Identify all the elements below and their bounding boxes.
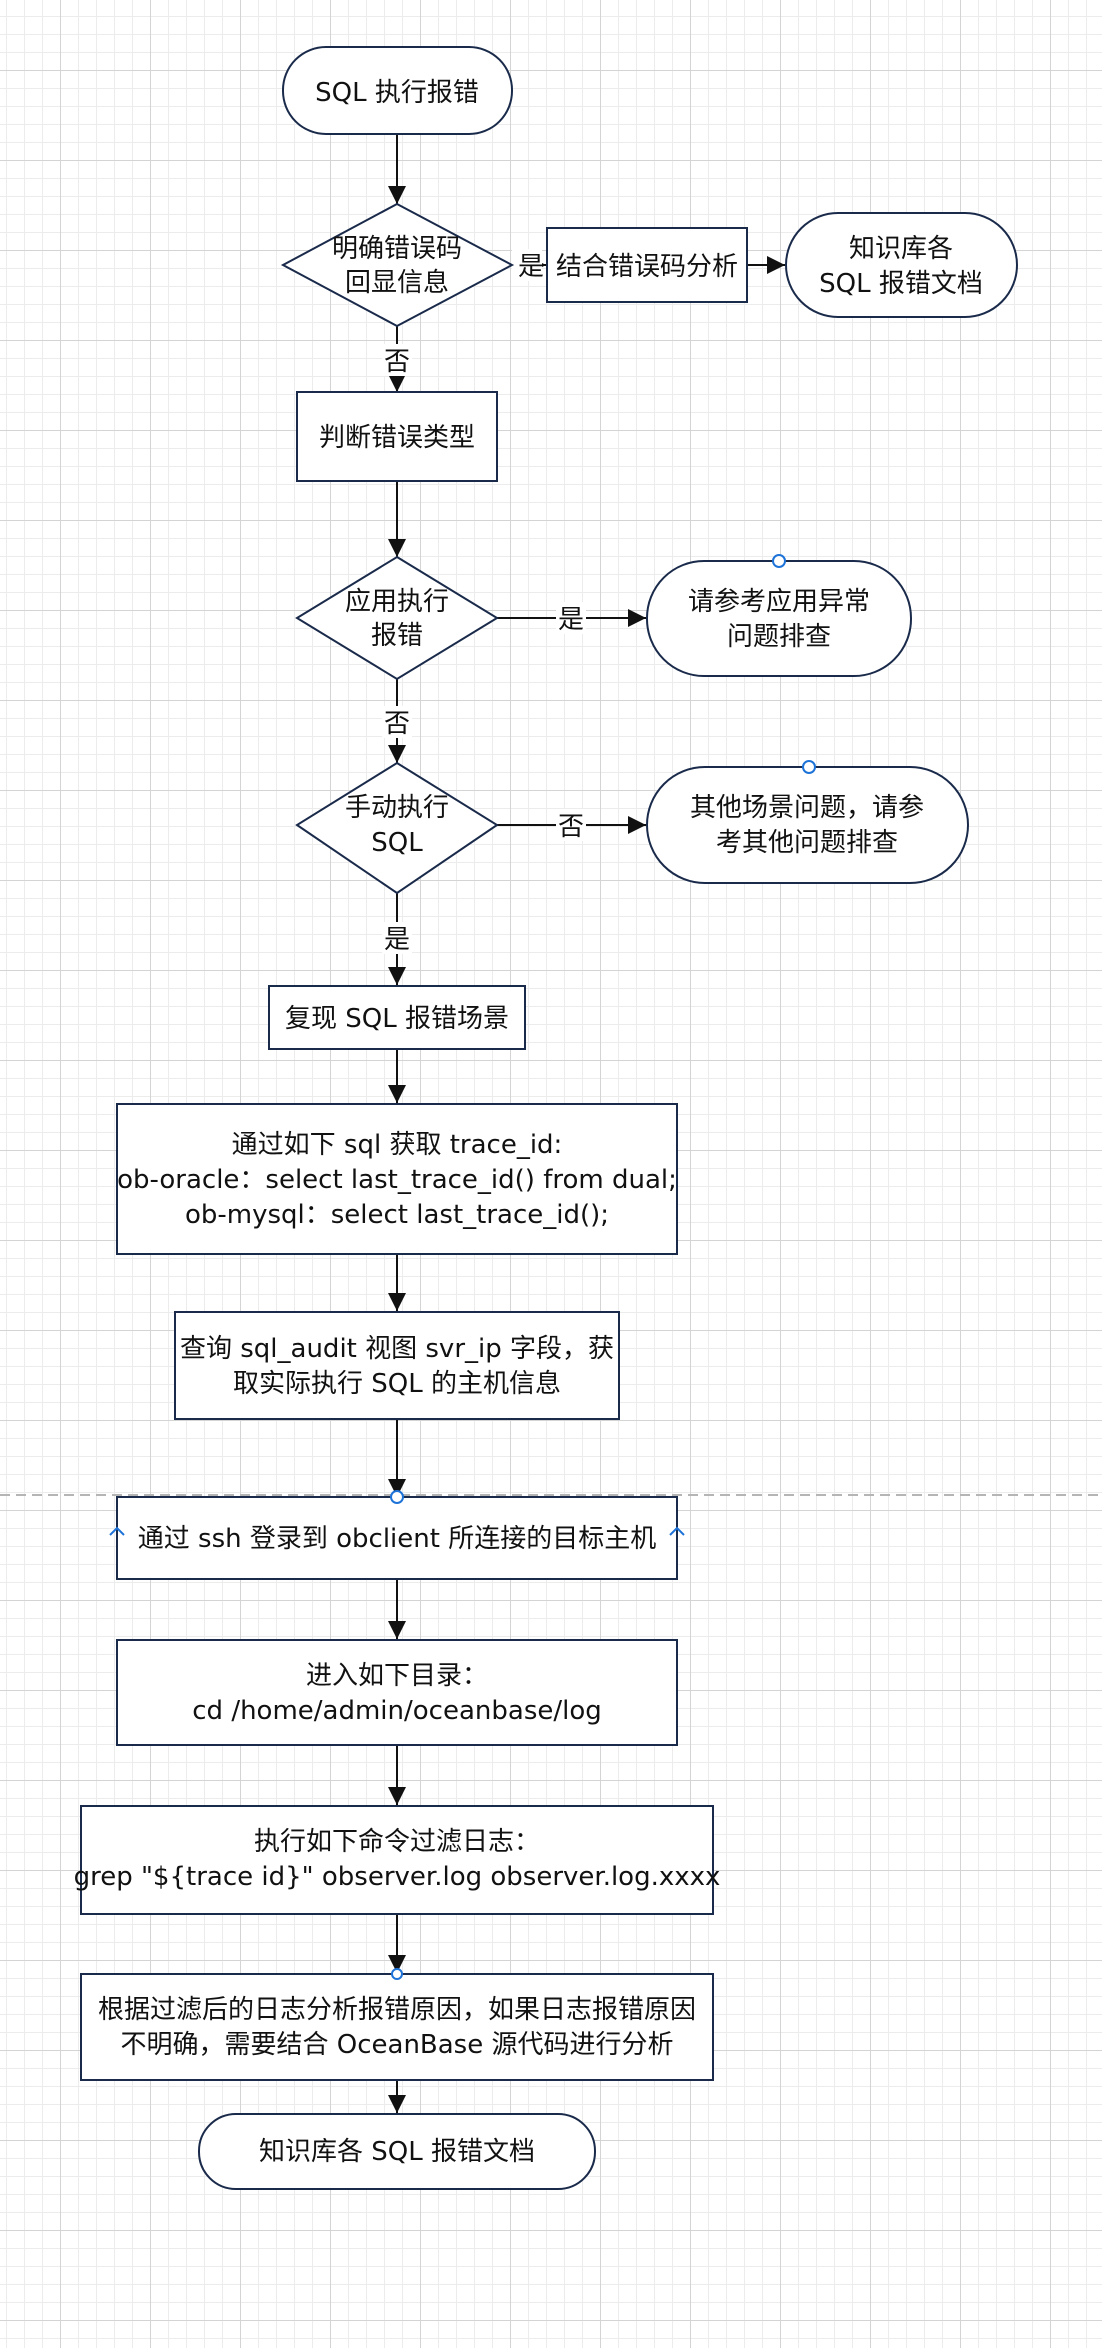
node-ssh-login-text: 通过 ssh 登录到 obclient 所连接的目标主机 bbox=[138, 1524, 656, 1554]
node-analyze-log[interactable]: 根据过滤后的日志分析报错原因，如果日志报错原因 不明确，需要结合 OceanBa… bbox=[80, 1968, 714, 2081]
node-query-sql-audit[interactable]: 查询 sql_audit 视图 svr_ip 字段，获 取实际执行 SQL 的主… bbox=[174, 1311, 620, 1420]
node-get-trace-id[interactable]: 通过如下 sql 获取 trace_id: ob-oracle：select l… bbox=[116, 1103, 678, 1255]
node-ssh-login[interactable]: 通过 ssh 登录到 obclient 所连接的目标主机 bbox=[109, 1490, 685, 1580]
edge-label-yes-2: 是 bbox=[558, 605, 584, 635]
connection-handle[interactable] bbox=[802, 760, 816, 774]
node-ref-app-exception[interactable]: 请参考应用异常 问题排查 bbox=[646, 554, 912, 677]
node-kb-doc-top-line-1: 知识库各 bbox=[849, 234, 953, 264]
edge-label-yes-3: 是 bbox=[384, 925, 410, 955]
node-grep-log-line-1: 执行如下命令过滤日志： bbox=[254, 1827, 540, 1857]
node-decision-manual-sql[interactable]: 手动执行 SQL bbox=[295, 761, 499, 895]
node-grep-log-line-2: grep "${trace id}" observer.log observer… bbox=[74, 1862, 721, 1892]
edge-label-no-1: 否 bbox=[384, 347, 410, 377]
node-decision-manual-sql-line-2: SQL bbox=[371, 828, 423, 858]
node-start[interactable]: SQL 执行报错 bbox=[282, 46, 513, 135]
edge-label-no-3: 否 bbox=[558, 812, 584, 842]
node-ref-other-issue[interactable]: 其他场景问题，请参 考其他问题排查 bbox=[646, 760, 969, 884]
edge-label-yes-1: 是 bbox=[518, 252, 544, 282]
node-ref-other-issue-line-1: 其他场景问题，请参 bbox=[690, 793, 924, 823]
edge-label-no-2: 否 bbox=[384, 709, 410, 739]
node-get-trace-id-line-2: ob-oracle：select last_trace_id() from du… bbox=[117, 1165, 677, 1195]
node-kb-doc-top[interactable]: 知识库各 SQL 报错文档 bbox=[785, 212, 1018, 318]
node-decision-error-code-line-2: 回显信息 bbox=[345, 268, 449, 298]
resize-handle-left[interactable] bbox=[109, 1526, 125, 1536]
node-analyze-error-code-text: 结合错误码分析 bbox=[556, 252, 738, 282]
node-judge-error-type-text: 判断错误类型 bbox=[319, 423, 475, 453]
node-start-text: SQL 执行报错 bbox=[315, 78, 479, 108]
node-reproduce-text: 复现 SQL 报错场景 bbox=[285, 1004, 509, 1034]
node-decision-app-error-line-1: 应用执行 bbox=[345, 587, 449, 617]
node-decision-error-code[interactable]: 明确错误码 回显信息 bbox=[280, 202, 515, 328]
node-query-sql-audit-line-2: 取实际执行 SQL 的主机信息 bbox=[233, 1369, 561, 1399]
node-analyze-log-line-2: 不明确，需要结合 OceanBase 源代码进行分析 bbox=[120, 2030, 673, 2060]
node-analyze-error-code[interactable]: 结合错误码分析 bbox=[546, 227, 748, 303]
node-kb-doc-top-line-2: SQL 报错文档 bbox=[819, 269, 983, 299]
node-analyze-log-line-1: 根据过滤后的日志分析报错原因，如果日志报错原因 bbox=[98, 1995, 696, 2025]
node-decision-manual-sql-line-1: 手动执行 bbox=[345, 793, 449, 823]
edge-labels: 是 否 是 否 否 是 bbox=[382, 249, 586, 955]
node-get-trace-id-line-3: ob-mysql：select last_trace_id(); bbox=[185, 1200, 609, 1230]
node-enter-dir[interactable]: 进入如下目录： cd /home/admin/oceanbase/log bbox=[116, 1639, 678, 1746]
node-query-sql-audit-line-1: 查询 sql_audit 视图 svr_ip 字段，获 bbox=[180, 1334, 614, 1364]
resize-handle-right[interactable] bbox=[669, 1526, 685, 1536]
node-ref-app-exception-line-2: 问题排查 bbox=[727, 622, 831, 652]
node-reproduce[interactable]: 复现 SQL 报错场景 bbox=[268, 985, 526, 1050]
node-decision-app-error[interactable]: 应用执行 报错 bbox=[295, 555, 499, 681]
node-end-text: 知识库各 SQL 报错文档 bbox=[259, 2137, 535, 2167]
connection-handle[interactable] bbox=[391, 1968, 403, 1980]
node-enter-dir-line-2: cd /home/admin/oceanbase/log bbox=[192, 1696, 602, 1726]
node-decision-error-code-line-1: 明确错误码 bbox=[332, 234, 462, 264]
node-judge-error-type[interactable]: 判断错误类型 bbox=[296, 391, 498, 482]
node-end[interactable]: 知识库各 SQL 报错文档 bbox=[198, 2113, 596, 2190]
node-ref-app-exception-line-1: 请参考应用异常 bbox=[688, 587, 870, 617]
node-ref-other-issue-line-2: 考其他问题排查 bbox=[716, 828, 898, 858]
node-grep-log[interactable]: 执行如下命令过滤日志： grep "${trace id}" observer.… bbox=[74, 1805, 721, 1915]
connection-handle[interactable] bbox=[390, 1490, 404, 1504]
node-get-trace-id-line-1: 通过如下 sql 获取 trace_id: bbox=[232, 1130, 563, 1160]
connection-handle[interactable] bbox=[772, 554, 786, 568]
node-enter-dir-line-1: 进入如下目录： bbox=[306, 1661, 488, 1691]
node-decision-app-error-line-2: 报错 bbox=[371, 621, 423, 651]
